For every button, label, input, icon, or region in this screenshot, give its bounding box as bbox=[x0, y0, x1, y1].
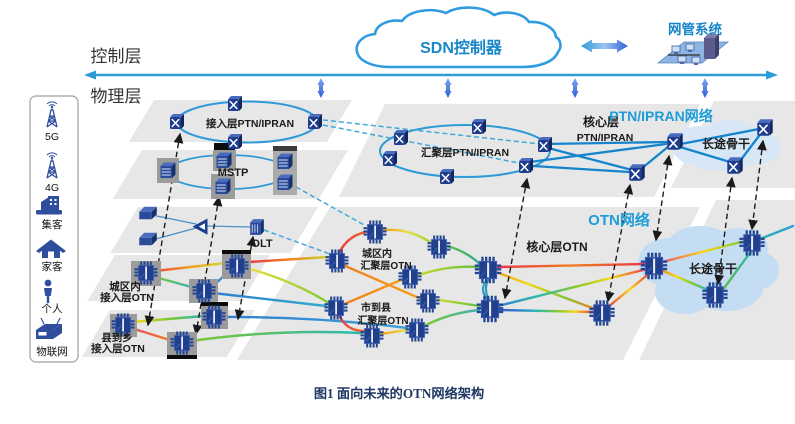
svg-text:接入层PTN/IPRAN: 接入层PTN/IPRAN bbox=[206, 117, 294, 130]
svg-text:集客: 集客 bbox=[42, 218, 63, 231]
svg-text:4G: 4G bbox=[45, 182, 59, 194]
svg-text:控制层: 控制层 bbox=[91, 47, 142, 66]
svg-text:市到县: 市到县 bbox=[361, 301, 391, 314]
svg-text:网管系统: 网管系统 bbox=[668, 21, 722, 37]
svg-text:城区内: 城区内 bbox=[109, 280, 141, 293]
svg-text:OLT: OLT bbox=[251, 238, 272, 250]
svg-text:接入层OTN: 接入层OTN bbox=[91, 342, 145, 355]
svg-text:汇聚层OTN: 汇聚层OTN bbox=[357, 314, 408, 327]
svg-text:长途骨干: 长途骨干 bbox=[689, 261, 737, 276]
svg-text:图1 面向未来的OTN网络架构: 图1 面向未来的OTN网络架构 bbox=[314, 385, 484, 401]
svg-text:PTN/IPRAN: PTN/IPRAN bbox=[577, 132, 634, 144]
svg-text:核心层OTN: 核心层OTN bbox=[526, 239, 587, 254]
svg-text:汇聚层OTN: 汇聚层OTN bbox=[360, 259, 411, 272]
svg-text:物联网: 物联网 bbox=[36, 345, 68, 358]
svg-text:接入层OTN: 接入层OTN bbox=[100, 291, 154, 304]
svg-text:OTN网络: OTN网络 bbox=[588, 211, 650, 229]
svg-text:PTN/IPRAN网络: PTN/IPRAN网络 bbox=[609, 108, 712, 124]
svg-text:5G: 5G bbox=[45, 131, 59, 143]
svg-text:个人: 个人 bbox=[42, 303, 63, 315]
svg-text:物理层: 物理层 bbox=[91, 87, 142, 106]
svg-text:汇聚层PTN/IPRAN: 汇聚层PTN/IPRAN bbox=[421, 146, 509, 159]
svg-text:县到乡: 县到乡 bbox=[101, 331, 133, 344]
svg-text:核心层: 核心层 bbox=[583, 114, 619, 129]
svg-text:MSTP: MSTP bbox=[218, 167, 249, 179]
svg-text:城区内: 城区内 bbox=[362, 247, 392, 260]
svg-text:SDN控制器: SDN控制器 bbox=[420, 38, 503, 57]
svg-text:长途骨干: 长途骨干 bbox=[702, 136, 750, 151]
svg-text:家客: 家客 bbox=[42, 260, 63, 273]
